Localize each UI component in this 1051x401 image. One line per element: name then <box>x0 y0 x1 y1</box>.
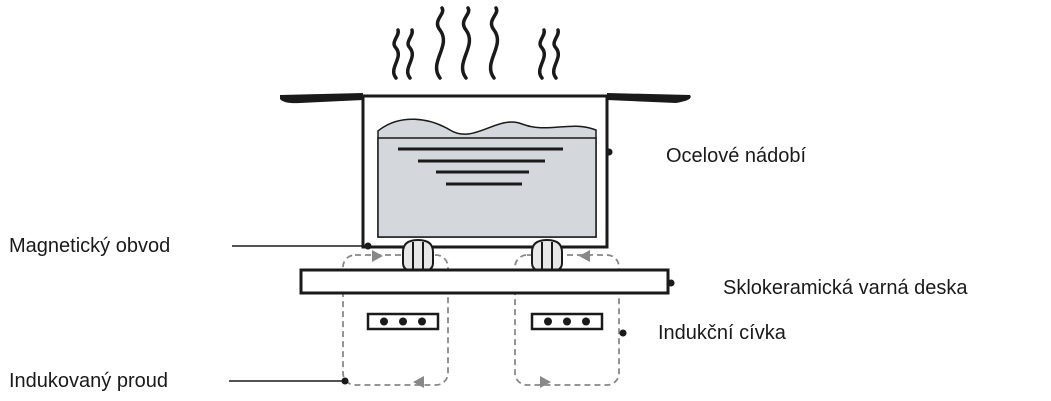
pot-lid <box>280 93 691 104</box>
label-induction-coil: Indukční cívka <box>658 322 786 344</box>
label-glass-ceramic-hob: Sklokeramická varná deska <box>723 277 968 299</box>
arrow-head <box>579 250 590 262</box>
arrow-head <box>372 250 383 262</box>
label-cookware: Ocelové nádobí <box>666 145 807 167</box>
flux-loop-left <box>342 254 449 386</box>
leader-dot-magnetic <box>364 242 372 250</box>
coil-left <box>366 312 440 331</box>
coil-right <box>530 312 604 331</box>
steam-wave <box>538 28 546 80</box>
induction-coils <box>366 312 604 331</box>
leader-dot-current <box>341 377 349 385</box>
steam-wave <box>392 28 400 80</box>
steam-wave <box>434 6 446 80</box>
arrow-head <box>413 376 424 388</box>
steam-wave <box>552 28 560 80</box>
steam-wave <box>460 6 472 80</box>
label-induced-current: Indukovaný proud <box>9 370 169 392</box>
flux-arrows <box>372 250 590 388</box>
pole-left <box>402 238 434 274</box>
steam-wave <box>488 6 500 80</box>
steam-wave <box>406 28 414 80</box>
flux-loop-right <box>514 254 620 386</box>
food-content <box>377 118 597 238</box>
leader-dot-cookware <box>605 148 613 156</box>
leader-lines <box>229 148 675 385</box>
label-magnetic-circuit: Magnetický obvod <box>9 235 171 257</box>
leader-dot-glass <box>667 279 675 287</box>
steam-waves <box>392 6 560 80</box>
dashed-flux-paths <box>342 254 620 386</box>
glass-ceramic-plate <box>299 268 670 295</box>
leader-dot-coil <box>619 329 627 337</box>
arrow-head <box>540 376 551 388</box>
pole-right <box>531 238 563 274</box>
